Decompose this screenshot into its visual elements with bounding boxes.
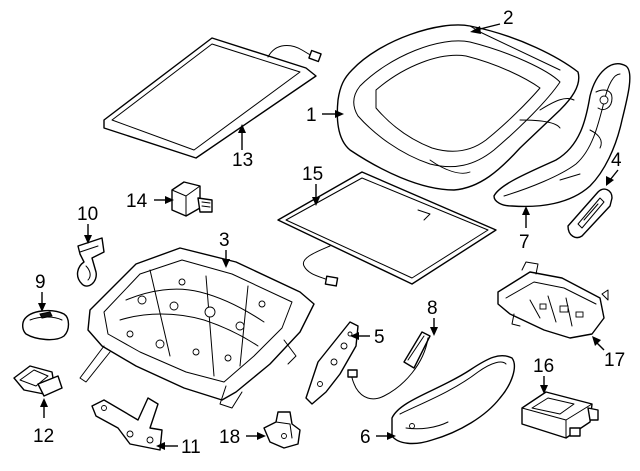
callout-number: 10 bbox=[77, 204, 98, 225]
callout-12: 12 bbox=[33, 398, 54, 447]
callout-3: 3 bbox=[219, 230, 230, 268]
part-14-module bbox=[171, 181, 213, 217]
callout-number: 18 bbox=[219, 427, 240, 448]
callout-number: 14 bbox=[126, 191, 148, 212]
part-7-side-shield bbox=[493, 63, 631, 208]
callout-6: 6 bbox=[360, 427, 396, 448]
callout-10: 10 bbox=[77, 204, 98, 244]
callout-number: 15 bbox=[302, 164, 323, 185]
callout-14: 14 bbox=[126, 191, 174, 212]
callout-number: 9 bbox=[35, 272, 46, 293]
part-9-cap bbox=[21, 309, 70, 341]
callout-number: 12 bbox=[33, 426, 54, 447]
part-16-control-module bbox=[521, 391, 599, 439]
callout-1: 1 bbox=[306, 105, 344, 126]
callout-number: 16 bbox=[533, 356, 554, 377]
callout-13: 13 bbox=[232, 124, 253, 171]
callout-number: 5 bbox=[374, 327, 385, 348]
callout-4: 4 bbox=[606, 150, 622, 186]
callout-17: 17 bbox=[592, 336, 625, 371]
callout-number: 6 bbox=[360, 427, 371, 448]
callout-number: 2 bbox=[503, 8, 514, 29]
part-10-bracket bbox=[76, 237, 105, 287]
callout-5: 5 bbox=[350, 327, 385, 348]
part-12-clip bbox=[13, 365, 63, 397]
part-4-switch-bezel bbox=[567, 188, 613, 239]
part-13-heater-pad bbox=[103, 37, 322, 159]
callout-number: 4 bbox=[611, 150, 622, 171]
callout-number: 17 bbox=[604, 350, 625, 371]
part-3-seat-frame bbox=[79, 247, 315, 409]
callout-2: 2 bbox=[470, 8, 514, 34]
callout-18: 18 bbox=[219, 427, 266, 448]
part-5-bracket-plate bbox=[305, 321, 359, 405]
part-6-side-cover bbox=[391, 354, 516, 445]
callout-number: 1 bbox=[306, 105, 317, 126]
part-15-heater-pad bbox=[277, 171, 497, 287]
part-17-track-assembly bbox=[497, 261, 609, 339]
callout-number: 8 bbox=[427, 298, 438, 319]
part-11-bracket bbox=[91, 397, 163, 451]
callout-number: 3 bbox=[219, 230, 230, 251]
part-18-bracket bbox=[263, 411, 301, 449]
callout-11: 11 bbox=[156, 437, 201, 458]
part-8-switch-harness bbox=[347, 331, 431, 400]
callout-16: 16 bbox=[533, 356, 554, 394]
callout-number: 7 bbox=[519, 232, 530, 253]
part-1-2-seat-cushion bbox=[336, 24, 580, 191]
callout-9: 9 bbox=[35, 272, 46, 312]
callout-number: 13 bbox=[232, 150, 253, 171]
callout-7: 7 bbox=[519, 206, 530, 253]
callout-15: 15 bbox=[302, 164, 323, 206]
callout-number: 11 bbox=[181, 437, 201, 458]
callout-8: 8 bbox=[427, 298, 438, 336]
